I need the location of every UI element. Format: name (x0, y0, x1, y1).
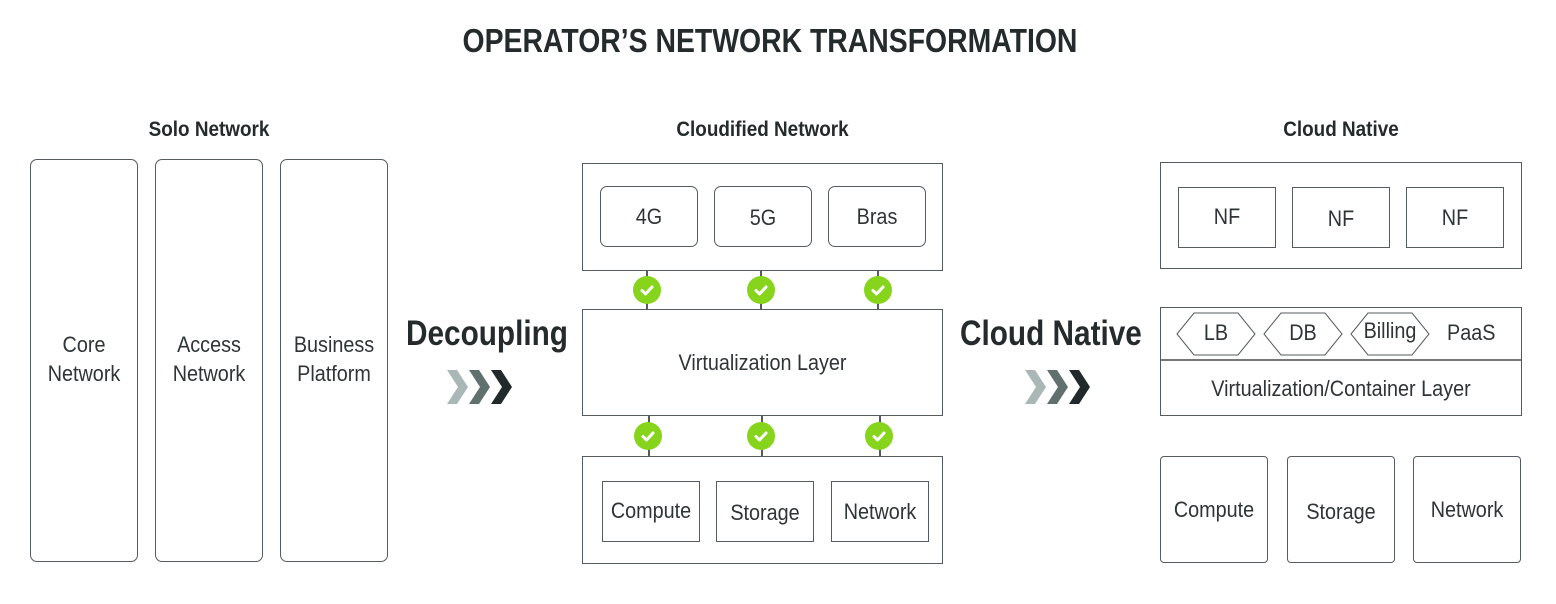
nf-box: NF (1406, 187, 1504, 248)
resource-label: Compute (1173, 497, 1255, 522)
resource-label: Storage (1306, 499, 1376, 524)
virtualization-layer: Virtualization Layer (582, 309, 943, 416)
business-platform-box: Business Platform (280, 159, 388, 562)
container-layer-label: Virtualization/Container Layer (1211, 376, 1471, 401)
resource-box-network: Network (1413, 456, 1521, 563)
service-label: Bras (856, 204, 898, 229)
paas-divider (1161, 359, 1521, 361)
resource-box-storage: Storage (1287, 456, 1395, 563)
service-label: 4G (635, 204, 663, 229)
check-circle-icon (633, 276, 661, 304)
paas-item-billing: Billing (1350, 312, 1430, 356)
paas-item-label: DB (1289, 320, 1317, 345)
chevron-dark (491, 370, 512, 404)
cloud-native-heading: Cloud Native (1283, 118, 1399, 141)
nf-label: NF (1213, 204, 1241, 229)
core-network-box: Core Network (30, 159, 138, 562)
check-circle-icon (747, 422, 775, 450)
core-network-line2: Network (47, 361, 121, 386)
nf-layer: NF NF NF (1160, 162, 1522, 269)
services-layer: 4G 5G Bras (582, 163, 943, 271)
core-network-line1: Core (62, 332, 106, 357)
paas-item-db: DB (1263, 312, 1343, 356)
service-box-5g: 5G (714, 186, 812, 247)
chevron-mid (1047, 370, 1068, 404)
check-circle-icon (865, 422, 893, 450)
chevron-dark (1069, 370, 1090, 404)
chevron-mid (469, 370, 490, 404)
virtualization-layer-label: Virtualization Layer (678, 350, 847, 375)
business-platform-line2: Platform (297, 361, 371, 386)
service-box-4g: 4G (600, 186, 698, 247)
resource-box-storage: Storage (716, 481, 814, 542)
check-circle-icon (634, 422, 662, 450)
resource-box-compute: Compute (1160, 456, 1268, 563)
solo-network-heading: Solo Network (148, 118, 270, 141)
service-box-bras: Bras (828, 186, 926, 247)
access-network-line2: Network (172, 361, 246, 386)
triple-chevron-right-icon (1025, 368, 1093, 406)
resources-layer: Compute Storage Network (582, 456, 943, 564)
access-network-box: Access Network (155, 159, 263, 562)
nf-label: NF (1441, 205, 1469, 230)
nf-box: NF (1178, 187, 1276, 248)
resource-label: Network (843, 499, 917, 524)
paas-item-label: Billing (1363, 318, 1417, 343)
access-network-line1: Access (177, 332, 241, 357)
business-platform-line1: Business (293, 332, 375, 357)
chevron-light (447, 370, 468, 404)
cloud-native-transition-label: Cloud Native (960, 314, 1142, 353)
paas-container-layer: LB DB Billing PaaS Virtualization/Contai… (1160, 307, 1522, 416)
paas-item-lb: LB (1176, 312, 1256, 356)
chevron-light (1025, 370, 1046, 404)
resource-box-network: Network (831, 481, 929, 542)
decoupling-label: Decoupling (406, 314, 568, 353)
check-circle-icon (747, 276, 775, 304)
resource-label: Compute (610, 498, 692, 523)
check-circle-icon (864, 276, 892, 304)
paas-label: PaaS (1447, 320, 1496, 345)
resource-label: Network (1430, 497, 1504, 522)
nf-label: NF (1327, 206, 1355, 231)
nf-box: NF (1292, 187, 1390, 248)
page-title: OPERATOR’S NETWORK TRANSFORMATION (462, 22, 1078, 59)
triple-chevron-right-icon (447, 368, 515, 406)
paas-item-label: LB (1203, 320, 1229, 345)
service-label: 5G (749, 205, 777, 230)
resource-box-compute: Compute (602, 481, 700, 542)
cloudified-network-heading: Cloudified Network (676, 118, 849, 141)
resource-label: Storage (730, 500, 800, 525)
